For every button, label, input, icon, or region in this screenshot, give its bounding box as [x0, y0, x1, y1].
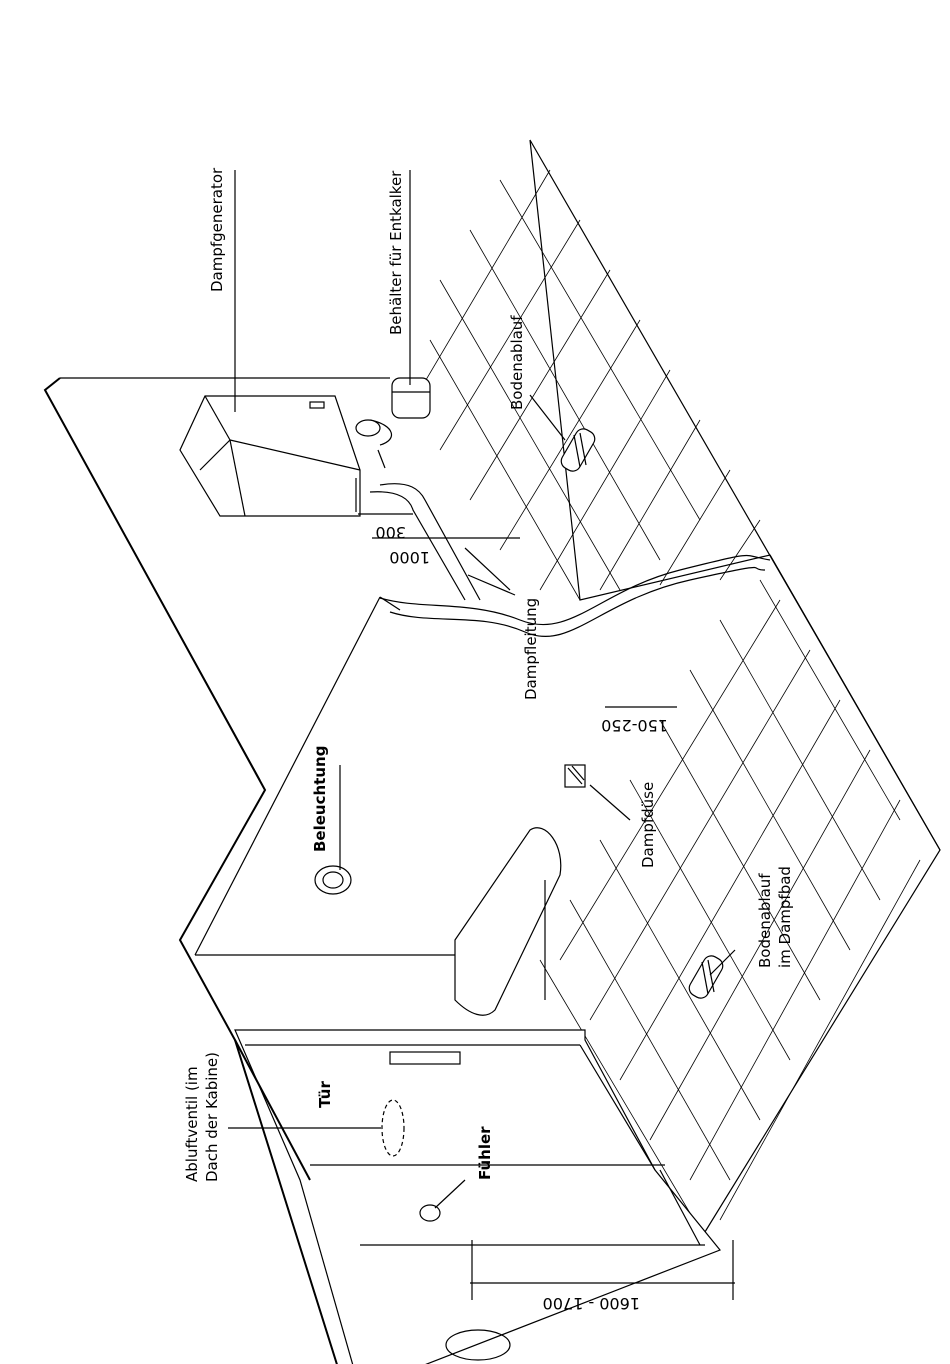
door [235, 1030, 720, 1364]
label-behaelter: Behälter für Entkalker [387, 170, 405, 335]
label-abluftventil-line1: Abluftventil (im [183, 1066, 201, 1182]
dimension-1600-1700: 1600 - 1700 [543, 1294, 640, 1313]
label-bodenablauf: Bodenablauf [508, 315, 526, 410]
label-tuer: Tür [316, 1081, 334, 1108]
floor-tiles-technical-room [420, 140, 940, 850]
dimension-1000: 1000 [389, 548, 430, 567]
label-dampfduese: Dampfdüse [639, 782, 657, 868]
label-dampfleitung: Dampfleitung [522, 598, 540, 700]
steam-nozzle [565, 765, 585, 787]
label-abluftventil-line2: Dach der Kabine) [203, 1052, 221, 1182]
steam-generator [180, 396, 360, 516]
dimension-300: 300 [375, 523, 406, 542]
label-bodenablauf-dampfbad-line1: Bodenablauf [756, 873, 774, 968]
label-fuehler: Fühler [476, 1126, 494, 1180]
label-dampfgenerator: Dampfgenerator [208, 167, 226, 292]
bench [455, 828, 561, 1015]
descaler-container [356, 378, 430, 468]
wall-break [380, 556, 770, 625]
steam-pipe [356, 478, 480, 600]
label-bodenablauf-dampfbad-line2: im Dampfbad [776, 866, 794, 968]
dimension-150-250: 150-250 [601, 716, 668, 735]
label-beleuchtung: Beleuchtung [311, 746, 329, 852]
floor-drain-steam-room [686, 953, 725, 1001]
light-fixture [315, 866, 351, 894]
